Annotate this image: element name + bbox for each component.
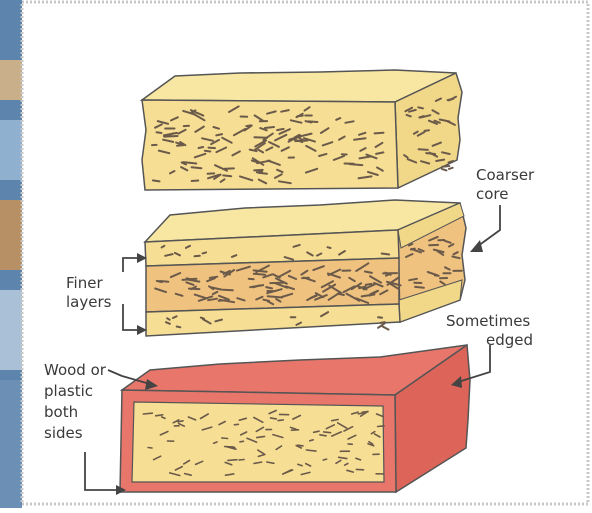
wood-or-plastic-line-1: Wood or bbox=[44, 360, 106, 381]
texture-stroke bbox=[183, 162, 196, 163]
texture-stroke bbox=[323, 459, 326, 460]
texture-stroke bbox=[216, 134, 222, 135]
texture-stroke bbox=[306, 121, 312, 122]
texture-stroke bbox=[310, 440, 314, 441]
texture-stroke bbox=[177, 327, 181, 328]
texture-stroke bbox=[449, 168, 453, 169]
texture-stroke bbox=[222, 438, 228, 439]
texture-stroke bbox=[328, 247, 331, 248]
texture-stroke bbox=[366, 284, 372, 285]
sometimes-edged-label: Sometimes edged bbox=[446, 312, 533, 350]
texture-stroke bbox=[265, 127, 274, 128]
texture-stroke bbox=[407, 115, 411, 117]
texture-stroke bbox=[214, 442, 217, 443]
texture-stroke bbox=[153, 180, 160, 181]
texture-stroke bbox=[409, 244, 413, 246]
texture-stroke bbox=[419, 116, 423, 117]
texture-stroke bbox=[271, 418, 277, 419]
coarser-core-line-2: core bbox=[476, 185, 534, 204]
texture-stroke bbox=[314, 431, 320, 432]
texture-stroke bbox=[192, 181, 199, 182]
texture-stroke bbox=[425, 130, 430, 131]
texture-stroke bbox=[223, 290, 233, 291]
particle-board bbox=[142, 70, 462, 190]
texture-stroke bbox=[278, 420, 283, 421]
texture-stroke bbox=[254, 137, 267, 138]
texture-stroke bbox=[187, 278, 193, 279]
texture-stroke bbox=[223, 175, 231, 176]
wood-or-plastic-line-2: plastic bbox=[44, 381, 106, 402]
texture-stroke bbox=[254, 274, 265, 275]
texture-stroke bbox=[239, 460, 244, 461]
texture-stroke bbox=[192, 167, 202, 168]
texture-stroke bbox=[157, 281, 162, 282]
texture-stroke bbox=[177, 145, 184, 146]
texture-stroke bbox=[306, 450, 316, 451]
texture-stroke bbox=[209, 148, 216, 149]
texture-stroke bbox=[157, 132, 162, 133]
sometimes-edged-line-1: Sometimes bbox=[446, 312, 533, 331]
texture-stroke bbox=[167, 318, 170, 320]
texture-stroke bbox=[449, 161, 454, 163]
texture-stroke bbox=[240, 441, 244, 442]
texture-stroke bbox=[350, 164, 363, 165]
texture-stroke bbox=[254, 170, 263, 171]
texture-stroke bbox=[419, 149, 428, 150]
texture-stroke bbox=[277, 129, 284, 130]
finer-layers-line-2: layers bbox=[66, 293, 111, 312]
texture-stroke bbox=[201, 318, 204, 319]
texture-stroke bbox=[148, 448, 152, 449]
finer-layers-label: Finer layers bbox=[66, 274, 111, 312]
texture-stroke bbox=[228, 460, 237, 461]
texture-stroke bbox=[156, 415, 163, 416]
texture-stroke bbox=[358, 413, 363, 414]
texture-stroke bbox=[254, 270, 267, 271]
wood-or-plastic-line-3: both bbox=[44, 402, 106, 423]
texture-stroke bbox=[178, 421, 183, 422]
texture-stroke bbox=[143, 413, 152, 414]
texture-stroke bbox=[266, 287, 272, 288]
layered-board bbox=[145, 200, 466, 336]
texture-stroke bbox=[378, 426, 385, 427]
texture-stroke bbox=[442, 166, 449, 167]
wood-or-plastic-label: Wood or plastic both sides bbox=[44, 360, 106, 444]
texture-stroke bbox=[205, 151, 211, 152]
texture-stroke bbox=[415, 287, 424, 288]
texture-stroke bbox=[409, 279, 417, 280]
texture-stroke bbox=[249, 279, 254, 280]
texture-stroke bbox=[199, 147, 204, 148]
texture-stroke bbox=[295, 141, 307, 142]
texture-stroke bbox=[382, 254, 389, 255]
texture-stroke bbox=[164, 136, 177, 137]
texture-stroke bbox=[298, 445, 303, 446]
texture-stroke bbox=[365, 272, 372, 273]
texture-stroke bbox=[324, 432, 331, 433]
texture-stroke bbox=[263, 300, 269, 301]
texture-stroke bbox=[436, 160, 444, 161]
coarser-core-label: Coarser core bbox=[476, 166, 534, 204]
texture-stroke bbox=[268, 296, 282, 297]
texture-stroke bbox=[418, 107, 423, 108]
sometimes-edged-line-2: edged bbox=[446, 331, 533, 350]
texture-stroke bbox=[320, 435, 326, 436]
texture-stroke bbox=[203, 252, 207, 253]
texture-stroke bbox=[234, 424, 238, 425]
wood-or-plastic-line-4: sides bbox=[44, 423, 106, 444]
texture-stroke bbox=[375, 133, 384, 134]
coarser-core-line-1: Coarser bbox=[476, 166, 534, 185]
finer-layers-line-1: Finer bbox=[66, 274, 111, 293]
